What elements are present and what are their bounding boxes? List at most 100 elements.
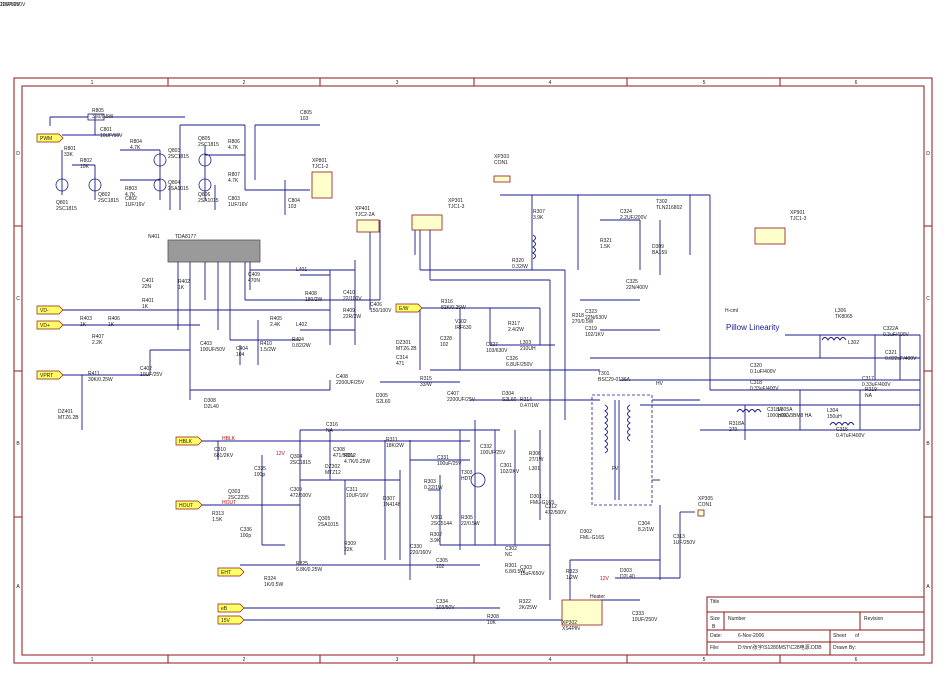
component-value: 2SC1815 — [56, 206, 77, 212]
component-value: 33K — [64, 152, 74, 158]
component-value: D2L40 — [204, 404, 219, 410]
component-ref: C410 — [343, 290, 355, 296]
column-number-bottom: 1 — [91, 657, 94, 663]
component-ref: C302 — [505, 546, 517, 552]
title-label: Title — [710, 599, 719, 605]
port-label: VD+ — [40, 323, 50, 329]
component-value: 472/500V — [545, 510, 567, 516]
component-value: 471 — [396, 361, 405, 367]
connector-type: TJC1-3 — [790, 216, 807, 222]
component-ref: R303 — [424, 479, 436, 485]
inductor-l306 — [821, 337, 847, 341]
component-value: 1K — [108, 322, 115, 328]
component-ref: C804 — [288, 198, 300, 204]
connector-ref: XP801 — [312, 158, 327, 164]
transistor-q802 — [88, 178, 102, 192]
component-value: 0.1uF/400V — [750, 369, 777, 375]
component-value: 1N4148 — [383, 502, 401, 508]
component-ref: D308 — [204, 398, 216, 404]
component-ref: Q305 — [318, 516, 330, 522]
component-ref: R309 — [344, 541, 356, 547]
net-label-hout: HOUT — [222, 500, 236, 506]
component-value: MTZ12 — [325, 470, 341, 476]
component-value: 6.8UF/250V — [506, 362, 533, 368]
port-label: HBLK — [179, 439, 193, 445]
row-letter-right: A — [926, 584, 930, 590]
component-value: 82K/0.25W — [441, 305, 466, 311]
component-ref: C324 — [620, 209, 632, 215]
component-value: 104 — [236, 352, 245, 358]
transistor-q806 — [198, 178, 212, 192]
row-letter-left: A — [16, 584, 20, 590]
component-ref: L306 — [835, 308, 846, 314]
component-ref: C331 — [437, 455, 449, 461]
component-value: 4.7K — [130, 145, 141, 151]
component-ref: R807 — [228, 172, 240, 178]
port-shape — [217, 603, 245, 613]
component-value: 10UF/16V — [346, 493, 369, 499]
component-ref: D301 — [530, 494, 542, 500]
transistor-q803 — [153, 153, 167, 167]
component-ref: R315 — [420, 376, 432, 382]
transistor-v301 — [470, 472, 486, 488]
connector-ref: XP302 — [562, 620, 577, 626]
component-ref: R311 — [386, 437, 398, 443]
component-value: 22N — [142, 284, 152, 290]
component-value: 10UF/25V — [140, 372, 163, 378]
component-ref: R404 — [292, 337, 304, 343]
component-value: 1K — [178, 285, 185, 291]
component-ref: R409 — [343, 308, 355, 314]
component-ref: C327 — [486, 342, 498, 348]
column-number-top: 5 — [703, 80, 706, 86]
component-value: 30K/0.25W — [88, 377, 113, 383]
component-ref: C309 — [290, 487, 302, 493]
component-value: 0.82/2W — [292, 343, 311, 349]
component-ref: C313 — [673, 534, 685, 540]
port-label: EHT — [221, 570, 231, 576]
component-ref: Q802 — [98, 192, 110, 198]
port-shape — [175, 500, 203, 510]
component-value: 10UF/16V — [100, 133, 123, 139]
sheet-label: Sheet — [833, 633, 847, 639]
column-number-bottom: 4 — [549, 657, 552, 663]
component-value: 270 — [729, 427, 738, 433]
component-ref: Q806 — [198, 192, 210, 198]
port-label: 15V — [221, 618, 231, 624]
component-ref: C401 — [142, 278, 154, 284]
component-value: 2SA1015 — [168, 186, 189, 192]
component-ref: R406 — [108, 316, 120, 322]
component-ref: C319 — [585, 326, 597, 332]
transistor-q804 — [153, 178, 167, 192]
component-value: 472/500V — [290, 493, 312, 499]
component-ref: R301 — [505, 563, 517, 569]
connector-ref: XP305 — [698, 496, 713, 502]
column-number-top: 2 — [243, 80, 246, 86]
component-ref: C325 — [626, 279, 638, 285]
component-ref: R802 — [80, 158, 92, 164]
